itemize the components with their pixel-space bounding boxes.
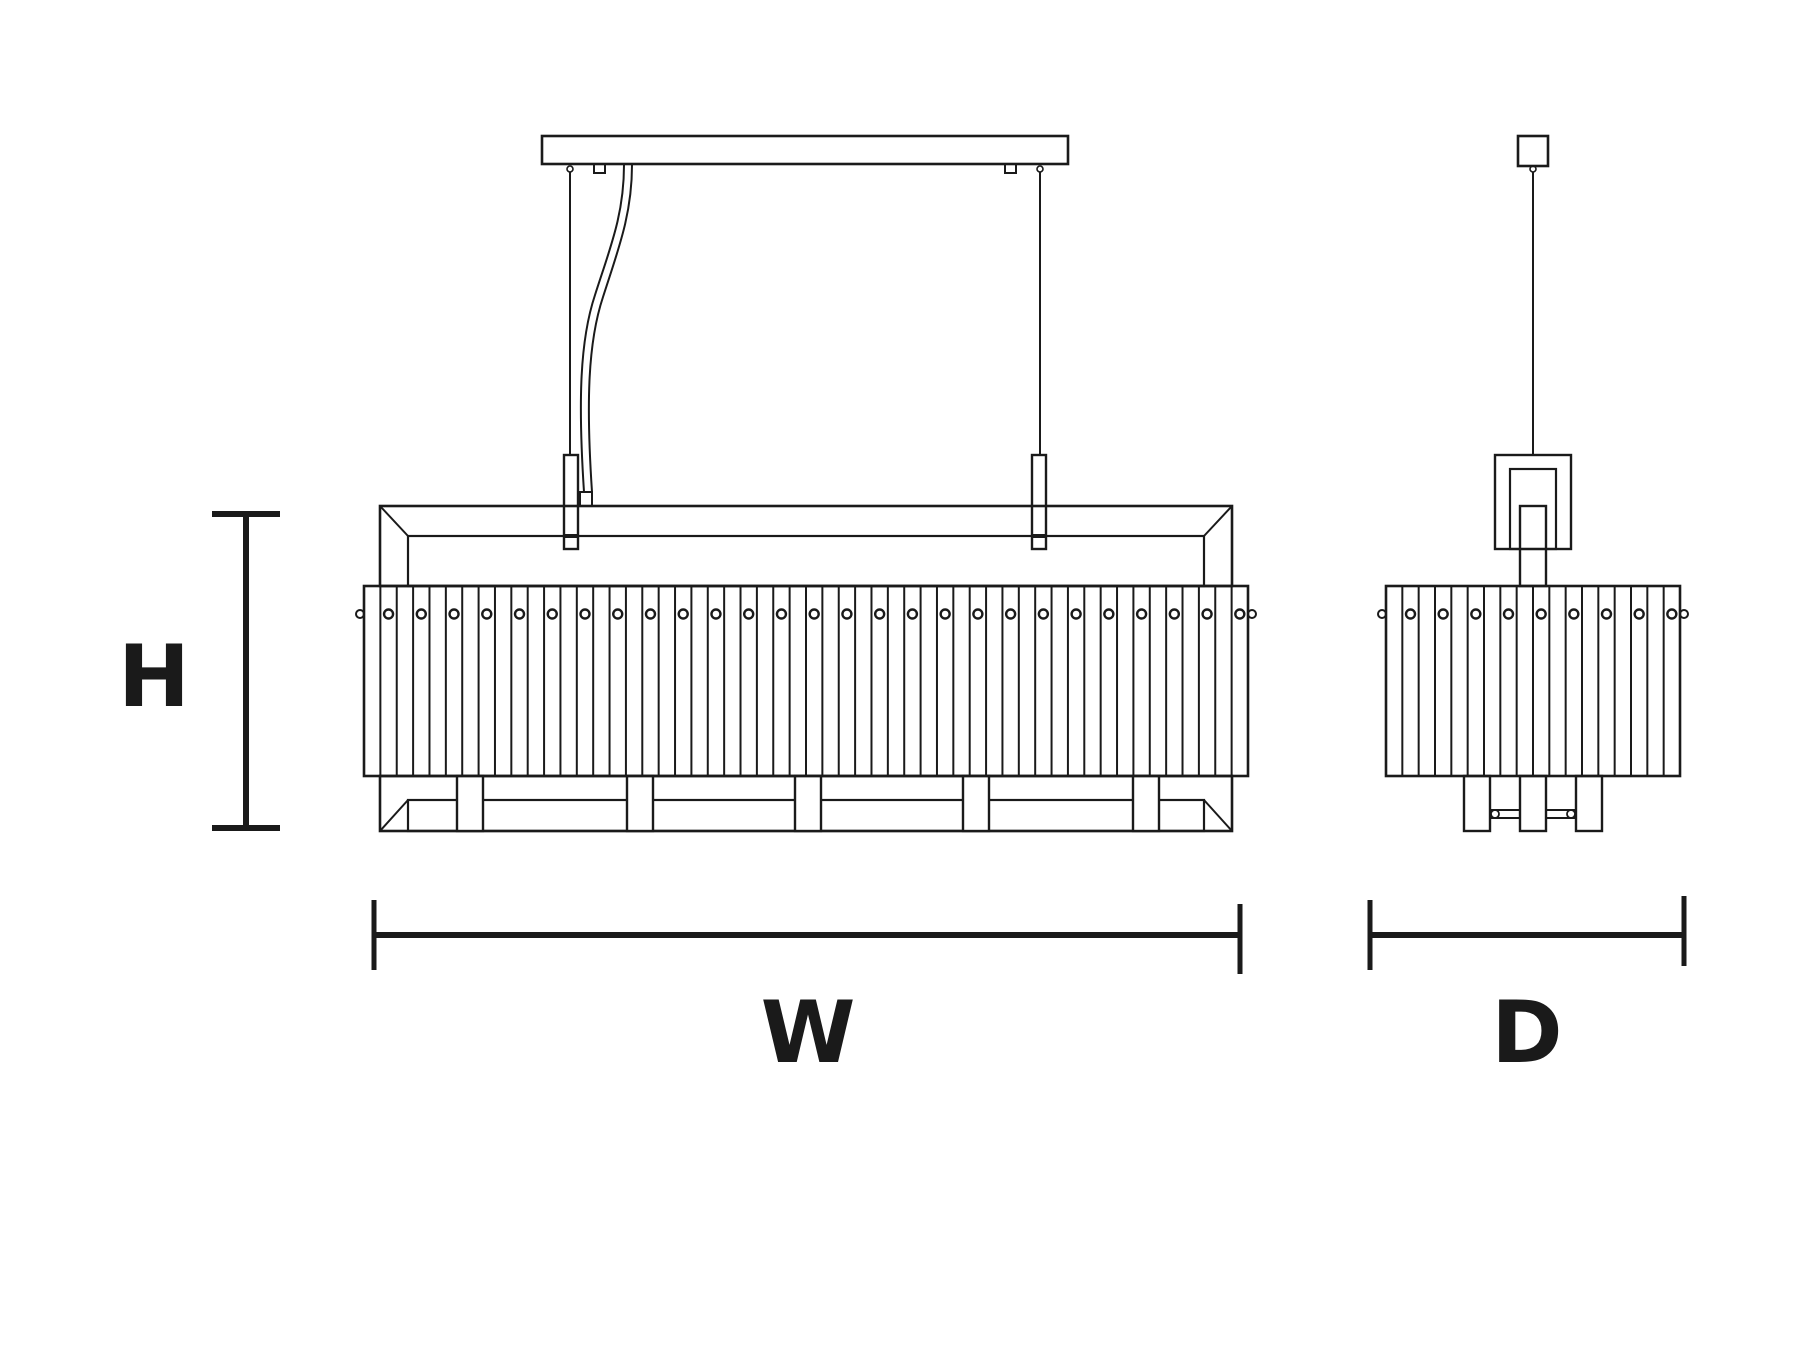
- lower-post: [625, 774, 655, 833]
- crystal-bead: [1502, 608, 1515, 620]
- crystal-bead: [644, 608, 657, 620]
- lower-post: [455, 774, 485, 833]
- upper-frame: [378, 504, 1234, 588]
- crystal-bead: [906, 608, 919, 620]
- crystal-bead: [1568, 608, 1580, 620]
- crystal-bead: [939, 608, 951, 620]
- side-bracket: [1493, 453, 1573, 588]
- depth-dimension: D: [1367, 896, 1687, 1083]
- suspension-cables: [569, 172, 1041, 455]
- crystal-bead: [1404, 608, 1417, 620]
- crystal-rods: [355, 584, 1257, 778]
- crystal-bead: [415, 608, 427, 620]
- side-lower-frame: [1462, 774, 1604, 833]
- crystal-bead: [579, 608, 591, 620]
- crystal-bead: [382, 608, 395, 620]
- lower-posts: [455, 774, 1161, 833]
- crystal-bead: [1103, 608, 1115, 620]
- height-label: H: [118, 627, 190, 727]
- crystal-bead: [1470, 608, 1482, 620]
- width-dimension: W: [371, 900, 1243, 1083]
- crystal-bead: [1201, 608, 1213, 620]
- lower-post: [1131, 774, 1161, 833]
- crystal-bead: [546, 608, 558, 620]
- crystal-bead: [841, 608, 853, 620]
- crystal-bead: [612, 608, 624, 620]
- ceiling-canopy: [540, 134, 1070, 174]
- crystal-bead: [448, 608, 460, 620]
- crystal-bead: [710, 608, 722, 620]
- crystal-bead: [1535, 608, 1547, 620]
- crystal-bead: [1666, 608, 1678, 620]
- crystal-bead: [1633, 608, 1645, 620]
- front-view: [355, 134, 1257, 833]
- width-label: W: [761, 983, 856, 1083]
- crystal-bead: [1135, 608, 1148, 620]
- crystal-bead: [1004, 608, 1017, 620]
- crystal-bead: [808, 608, 820, 620]
- power-cord: [579, 164, 633, 507]
- crystal-bead: [1070, 608, 1082, 620]
- hanger-brackets: [562, 453, 1048, 551]
- crystal-bead: [481, 608, 493, 620]
- crystal-bead: [1168, 608, 1181, 620]
- crystal-bead: [1037, 608, 1050, 620]
- crystal-bead: [1234, 608, 1246, 620]
- height-dimension: H: [118, 511, 280, 831]
- crystal-bead: [743, 608, 755, 620]
- crystal-bead: [873, 608, 886, 620]
- lower-post: [961, 774, 991, 833]
- side-canopy: [1516, 134, 1550, 173]
- lower-post: [793, 774, 823, 833]
- side-crystal-rods: [1377, 584, 1689, 778]
- depth-label: D: [1491, 983, 1562, 1083]
- crystal-bead: [1437, 608, 1449, 620]
- crystal-bead: [775, 608, 788, 620]
- side-view: [1377, 134, 1689, 833]
- crystal-bead: [513, 608, 526, 620]
- crystal-bead: [677, 608, 689, 620]
- crystal-bead: [972, 608, 984, 620]
- crystal-bead: [1600, 608, 1613, 620]
- lower-frame: [378, 774, 1234, 833]
